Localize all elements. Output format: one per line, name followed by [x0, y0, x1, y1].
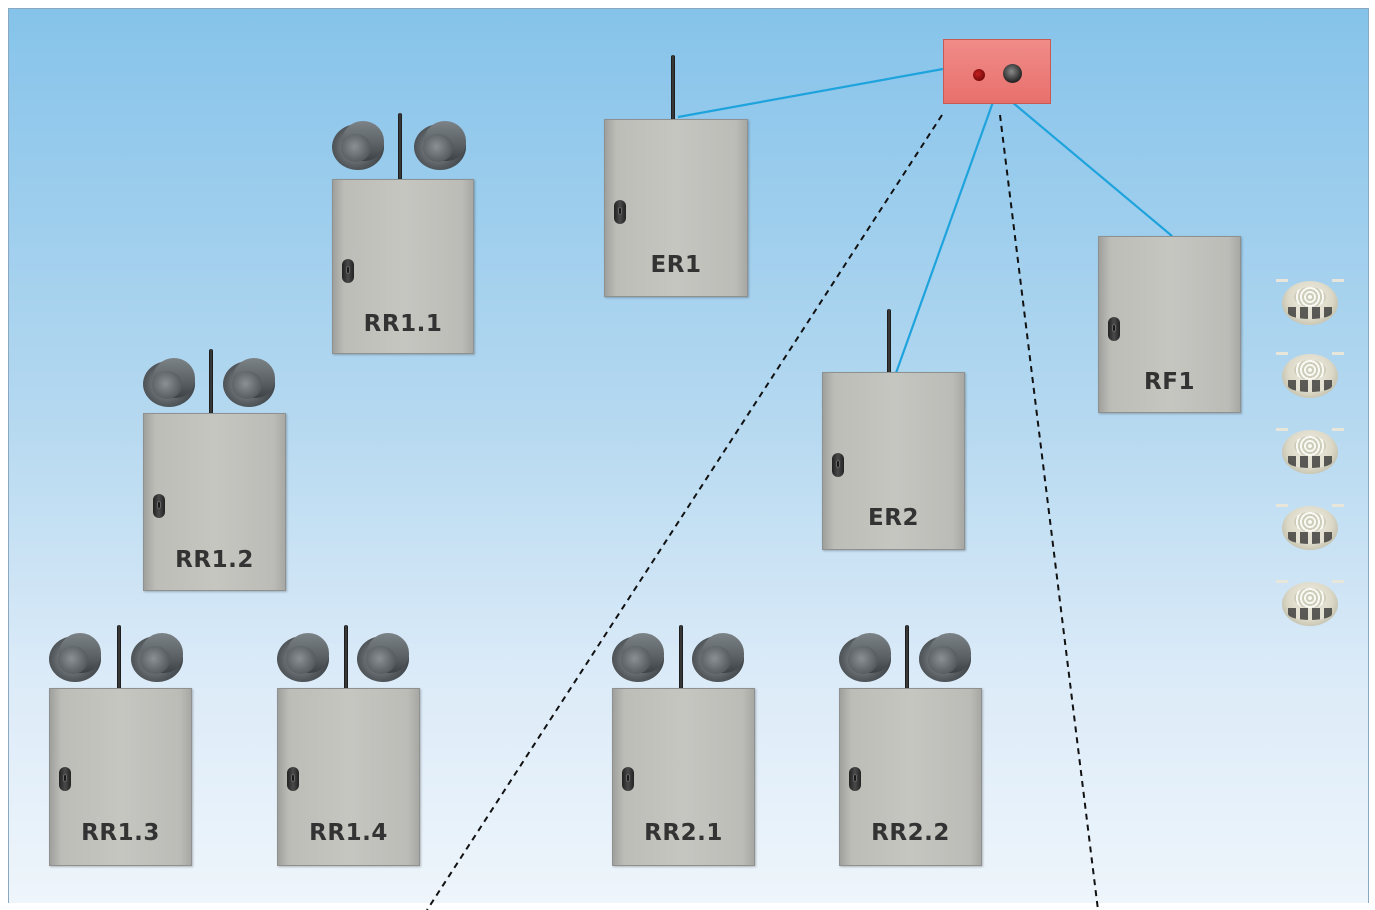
- cabinet-lock-icon: [342, 259, 354, 283]
- siren-horn-icon: [223, 358, 279, 408]
- cabinet-label: RR2.1: [644, 820, 723, 846]
- cabinet-label: RR1.3: [81, 820, 160, 846]
- siren-horn-icon: [414, 121, 470, 171]
- cabinet-lock-icon: [153, 494, 165, 518]
- status-led-icon: [973, 69, 985, 81]
- cabinet-body: RR1.2: [143, 413, 286, 591]
- cabinet-label: RR1.2: [175, 547, 254, 573]
- cabinet-label: RR1.4: [309, 820, 388, 846]
- smoke-detector-icon: [1276, 578, 1344, 628]
- cabinet-rr11: RR1.1: [332, 113, 474, 354]
- dashed-zone-right: [999, 114, 1099, 910]
- cabinet-label: RR1.1: [363, 311, 443, 337]
- cabinet-body: RR1.3: [49, 688, 192, 866]
- cabinet-label: ER2: [868, 505, 919, 531]
- siren-horn-icon: [143, 358, 199, 408]
- cabinet-er1: ER1: [604, 55, 748, 297]
- keyswitch-icon: [1003, 64, 1022, 83]
- antenna-icon: [671, 55, 675, 121]
- cabinet-lock-icon: [849, 767, 861, 791]
- smoke-detector-icon: [1276, 350, 1344, 400]
- cabinet-rr13: RR1.3: [49, 625, 192, 866]
- smoke-detector-icon: [1276, 502, 1344, 552]
- antenna-icon: [905, 625, 909, 690]
- siren-horn-icon: [131, 633, 187, 683]
- cabinet-body: RR2.1: [612, 688, 755, 866]
- wire-alarm-to-rf1: [1011, 101, 1173, 237]
- cabinet-body: ER2: [822, 372, 965, 550]
- cabinet-er2: ER2: [822, 309, 965, 550]
- cabinet-label: RR2.2: [871, 820, 950, 846]
- siren-horn-icon: [692, 633, 748, 683]
- siren-horn-icon: [839, 633, 895, 683]
- cabinet-lock-icon: [59, 767, 71, 791]
- siren-horn-icon: [919, 633, 975, 683]
- cabinet-lock-icon: [614, 200, 626, 224]
- cabinet-body: RR2.2: [839, 688, 982, 866]
- antenna-icon: [679, 625, 683, 690]
- wire-alarm-to-er2: [894, 101, 995, 374]
- antenna-icon: [887, 309, 891, 375]
- cabinet-lock-icon: [622, 767, 634, 791]
- antenna-icon: [398, 113, 402, 181]
- antenna-icon: [117, 625, 121, 690]
- cabinet-lock-icon: [1108, 317, 1120, 341]
- cabinet-body: RR1.1: [332, 179, 474, 354]
- siren-horn-icon: [49, 633, 105, 683]
- cabinet-rr21: RR2.1: [612, 625, 755, 866]
- cabinet-body: RF1: [1098, 236, 1241, 413]
- dashed-zone-left: [426, 114, 943, 910]
- antenna-icon: [209, 349, 213, 415]
- antenna-icon: [344, 625, 348, 690]
- cabinet-label: RF1: [1144, 369, 1195, 395]
- alarm-control-panel: [943, 39, 1051, 104]
- cabinet-rr14: RR1.4: [277, 625, 420, 866]
- siren-horn-icon: [612, 633, 668, 683]
- cabinet-rr12: RR1.2: [143, 349, 286, 591]
- cabinet-rf1: RF1: [1098, 236, 1241, 413]
- siren-horn-icon: [357, 633, 413, 683]
- cabinet-lock-icon: [287, 767, 299, 791]
- smoke-detector-icon: [1276, 277, 1344, 327]
- cabinet-body: ER1: [604, 119, 748, 297]
- cabinet-label: ER1: [650, 252, 702, 278]
- cabinet-rr22: RR2.2: [839, 625, 982, 866]
- siren-horn-icon: [332, 121, 388, 171]
- smoke-detector-icon: [1276, 426, 1344, 476]
- wire-alarm-to-er1: [677, 67, 944, 119]
- siren-horn-icon: [277, 633, 333, 683]
- cabinet-body: RR1.4: [277, 688, 420, 866]
- cabinet-lock-icon: [832, 453, 844, 477]
